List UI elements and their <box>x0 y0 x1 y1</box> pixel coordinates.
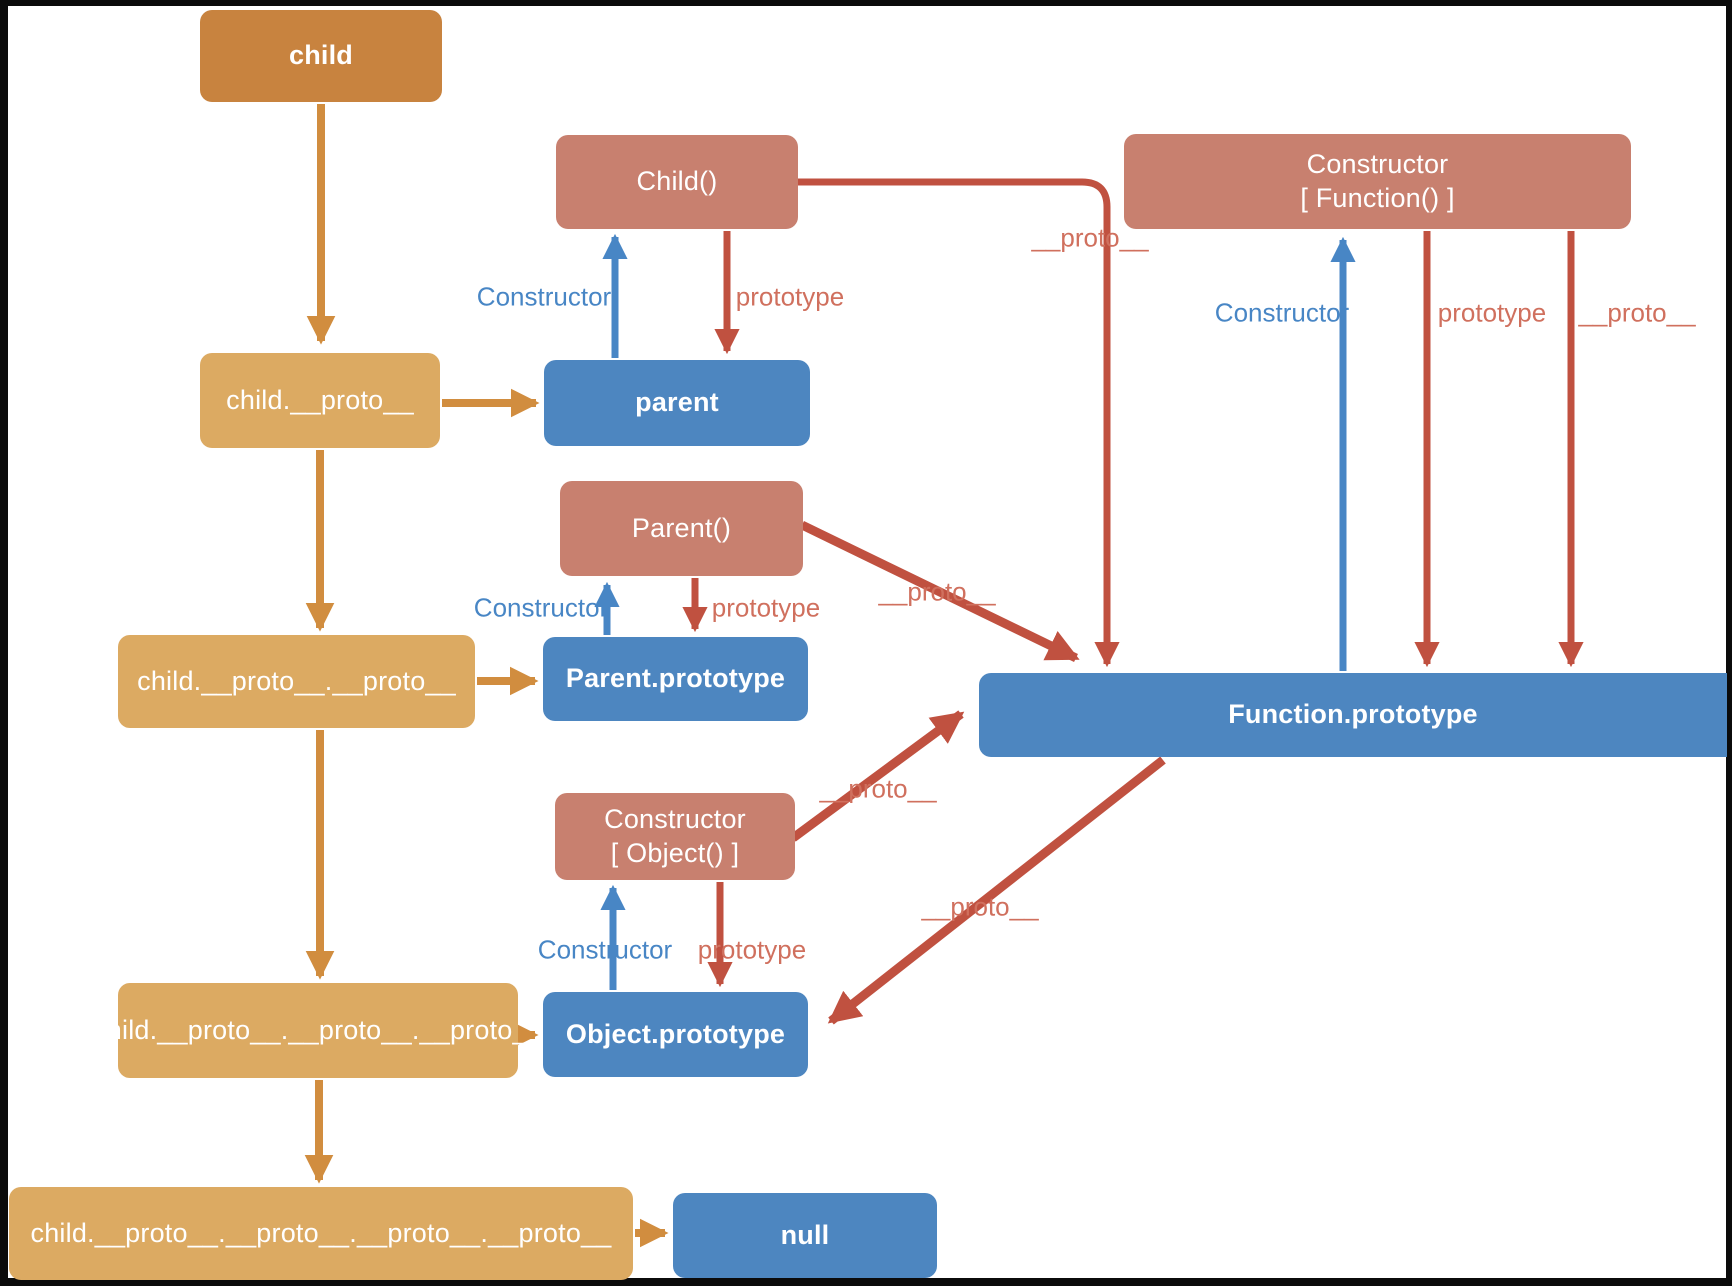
node-constructor-function-line1: Constructor <box>1306 148 1449 179</box>
node-object-prototype: Object.prototype <box>543 992 808 1077</box>
label-function-prototype-proto: __proto__ <box>921 891 1039 922</box>
node-constructor-function-line2: [ Function() ] <box>1300 182 1455 213</box>
node-constructor-function: Constructor [ Function() ] <box>1124 134 1631 229</box>
label-constructor-function-proto: __proto__ <box>1578 297 1696 328</box>
node-constructor-object: Constructor [ Object() ] <box>555 793 795 880</box>
label-parentfn-prototype: prototype <box>711 592 821 623</box>
label-object-prototype-constructor: Constructor <box>537 934 673 965</box>
node-constructor-object-line2: [ Object() ] <box>610 837 740 868</box>
node-child-proto-2: child.__proto__.__proto__ <box>118 635 475 728</box>
label-parentfn-proto: __proto__ <box>878 576 996 607</box>
node-parent-prototype: Parent.prototype <box>543 637 808 721</box>
node-parent-function: Parent() <box>560 481 803 576</box>
label-objectfn-proto: __proto__ <box>819 773 937 804</box>
label-childfn-proto: __proto__ <box>1031 222 1149 253</box>
node-constructor-object-line1: Constructor <box>604 803 746 834</box>
label-parent-constructor: Constructor <box>476 281 612 312</box>
node-parent: parent <box>544 360 810 446</box>
node-function-prototype: Function.prototype <box>979 673 1727 757</box>
label-childfn-prototype: prototype <box>735 281 845 312</box>
node-child-proto-4: child.__proto__.__proto__.__proto__.__pr… <box>9 1187 633 1280</box>
label-function-prototype-constructor: Constructor <box>1214 297 1350 328</box>
node-child-proto-1: child.__proto__ <box>200 353 440 448</box>
label-constructor-function-prototype: prototype <box>1437 297 1547 328</box>
node-child-proto-3: child.__proto__.__proto__.__proto__ <box>93 983 543 1078</box>
node-null: null <box>673 1193 937 1278</box>
node-child-function: Child() <box>556 135 798 229</box>
label-parent-prototype-constructor: Constructor <box>473 592 609 623</box>
label-objectfn-prototype: prototype <box>697 934 807 965</box>
node-child: child <box>200 10 442 102</box>
